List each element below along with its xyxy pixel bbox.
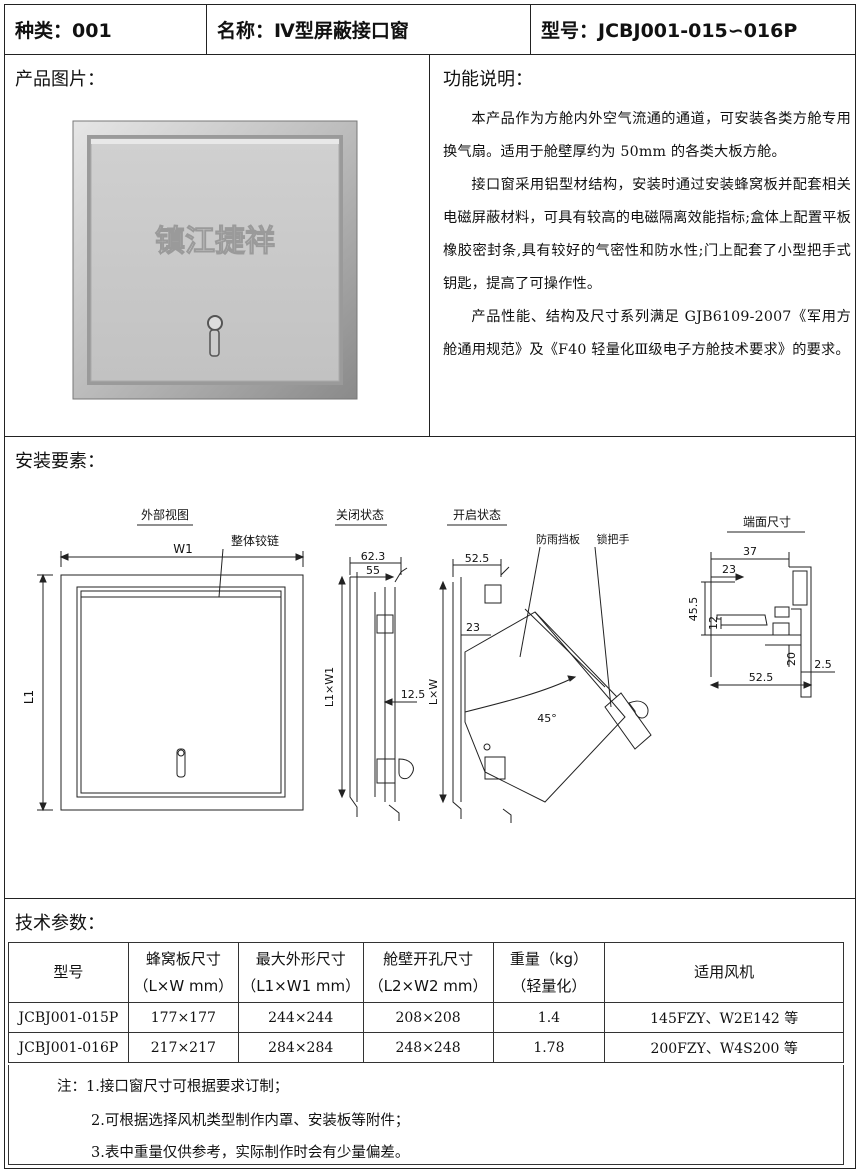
angle-label: 45° xyxy=(537,712,557,725)
cell-model: JCBJ001-015P xyxy=(8,1002,129,1033)
closed-view xyxy=(338,557,417,821)
cell-weight: 1.78 xyxy=(492,1032,606,1063)
outer-view xyxy=(37,548,305,812)
lw-label: L×W xyxy=(427,679,440,705)
name-cell: 名称：Ⅳ型屏蔽接口窗 xyxy=(207,5,531,54)
note-3: 3.表中重量仅供参考，实际制作时会有少量偏差。 xyxy=(91,1145,410,1161)
dim-12-5: 12.5 xyxy=(401,688,426,701)
header-weight: 重量（kg）（轻量化） xyxy=(492,942,606,1003)
header-model: 型号 xyxy=(8,942,129,1003)
dim-23a: 23 xyxy=(466,621,480,634)
function-title: 功能说明： xyxy=(443,69,533,90)
cell-fan: 200FZY、W4S200 等 xyxy=(604,1032,844,1063)
section-divider xyxy=(429,55,430,436)
product-image-title: 产品图片： xyxy=(15,69,105,90)
install-drawing: 外部视图 关闭状态 开启状态 端面尺寸 xyxy=(22,507,835,823)
function-text: 本产品作为方舱内外空气流通的通道，可安装各类方舱专用换气扇。适用于舱壁厚约为 5… xyxy=(443,103,851,367)
header-max-size: 最大外形尺寸（L1×W1 mm） xyxy=(237,942,364,1003)
header-row: 种类：001 名称：Ⅳ型屏蔽接口窗 型号：JCBJ001-015∽016P xyxy=(5,5,855,55)
cell-honeycomb: 217×217 xyxy=(127,1032,239,1063)
dim-52-5b: 52.5 xyxy=(749,671,774,684)
params-title: 技术参数： xyxy=(15,913,105,934)
open-view-title: 开启状态 xyxy=(453,508,501,522)
end-view xyxy=(701,552,835,698)
category-cell: 种类：001 xyxy=(5,5,207,54)
closed-view-title: 关闭状态 xyxy=(336,508,384,522)
note-2: 2.可根据选择风机类型制作内罩、安装板等附件； xyxy=(91,1113,410,1129)
product-section: 产品图片： 镇江捷祥 功能说明： 本产品 xyxy=(5,55,855,437)
notes-box: 注：1.接口窗尺寸可根据要求订制； 2.可根据选择风机类型制作内罩、安装板等附件… xyxy=(8,1065,844,1165)
function-paragraph: 产品性能、结构及尺寸系列满足 GJB6109-2007《军用方舱通用规范》及《F… xyxy=(443,309,851,358)
params-table: 型号 蜂窝板尺寸（L×W mm） 最大外形尺寸（L1×W1 mm） 舱壁开孔尺寸… xyxy=(8,942,844,1063)
open-view xyxy=(439,546,652,823)
product-photo: 镇江捷祥 xyxy=(72,120,358,400)
cell-opening: 248×248 xyxy=(362,1032,494,1063)
dim-23b: 23 xyxy=(722,563,736,576)
rain-shield-label: 防雨挡板 xyxy=(536,532,580,546)
table-row: JCBJ001-016P 217×217 284×284 248×248 1.7… xyxy=(8,1032,844,1063)
l1-label: L1 xyxy=(22,690,36,704)
spec-sheet: 种类：001 名称：Ⅳ型屏蔽接口窗 型号：JCBJ001-015∽016P 产品… xyxy=(4,4,856,1169)
install-section: 安装要素： 外部视图 关闭状态 开启状态 端面尺寸 xyxy=(5,437,855,899)
header-fan: 适用风机 xyxy=(604,942,844,1003)
cell-weight: 1.4 xyxy=(492,1002,606,1033)
header-honeycomb-size: 蜂窝板尺寸（L×W mm） xyxy=(127,942,239,1003)
cell-max-size: 244×244 xyxy=(237,1002,364,1033)
install-title: 安装要素： xyxy=(15,451,105,472)
end-view-title: 端面尺寸 xyxy=(743,515,791,529)
note-1: 注：1.接口窗尺寸可根据要求订制； xyxy=(57,1079,289,1095)
hinge-label: 整体铰链 xyxy=(231,533,279,548)
dim-62-3: 62.3 xyxy=(361,550,386,563)
dim-20: 20 xyxy=(785,652,798,666)
cell-model: JCBJ001-016P xyxy=(8,1032,129,1063)
lock-handle-label: 锁把手 xyxy=(597,532,630,546)
cell-opening: 208×208 xyxy=(362,1002,494,1033)
dim-52-5a: 52.5 xyxy=(465,552,490,565)
dim-45-5: 45.5 xyxy=(687,597,700,622)
table-header-row: 型号 蜂窝板尺寸（L×W mm） 最大外形尺寸（L1×W1 mm） 舱壁开孔尺寸… xyxy=(8,942,844,1003)
dim-37: 37 xyxy=(743,545,757,558)
watermark-text: 镇江捷祥 xyxy=(155,224,275,259)
w1-label: W1 xyxy=(173,542,193,556)
function-paragraph: 本产品作为方舱内外空气流通的通道，可安装各类方舱专用换气扇。适用于舱壁厚约为 5… xyxy=(443,111,851,160)
function-paragraph: 接口窗采用铝型材结构，安装时通过安装蜂窝板并配套相关电磁屏蔽材料，可具有较高的电… xyxy=(443,177,851,292)
cell-fan: 145FZY、W2E142 等 xyxy=(604,1002,844,1033)
dim-2-5: 2.5 xyxy=(814,658,832,671)
dim-55: 55 xyxy=(366,564,380,577)
header-opening-size: 舱壁开孔尺寸（L2×W2 mm） xyxy=(362,942,494,1003)
l1w1-label: L1×W1 xyxy=(323,667,336,707)
cell-max-size: 284×284 xyxy=(237,1032,364,1063)
dim-12: 12 xyxy=(707,616,720,630)
cell-honeycomb: 177×177 xyxy=(127,1002,239,1033)
table-row: JCBJ001-015P 177×177 244×244 208×208 1.4… xyxy=(8,1002,844,1033)
model-cell: 型号：JCBJ001-015∽016P xyxy=(541,20,798,42)
outer-view-title: 外部视图 xyxy=(141,507,189,522)
